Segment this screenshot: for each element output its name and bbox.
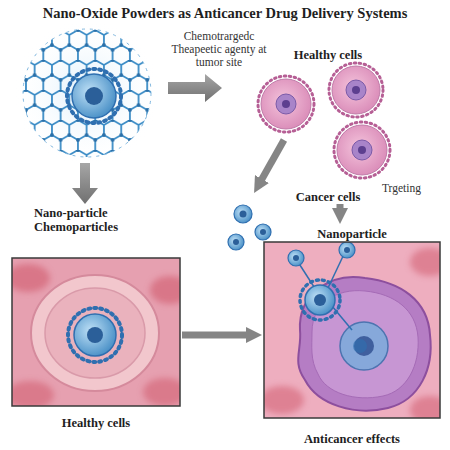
core-particle xyxy=(72,74,116,118)
node-heading: Nano-particle Chemoparticles xyxy=(10,206,134,235)
node-caption: Healthy cells xyxy=(10,416,182,430)
cell-spikes xyxy=(334,122,390,178)
particle-core xyxy=(233,239,239,245)
annotation-text: Trgeting xyxy=(382,182,442,195)
healthy-cell xyxy=(31,275,159,391)
lattice-glow xyxy=(13,19,161,167)
node-heading: Nanoparticle xyxy=(262,224,442,241)
healthy-cell xyxy=(332,66,380,114)
block-arrow xyxy=(168,74,222,102)
targeting-arrow xyxy=(258,140,284,186)
panel-content xyxy=(264,242,440,418)
particle-spikes xyxy=(300,280,340,320)
bound-nanoparticle xyxy=(305,285,335,315)
blood-cell xyxy=(12,381,54,406)
lattice-rim xyxy=(23,29,151,157)
released-drug xyxy=(353,339,367,353)
small-particle xyxy=(255,224,271,240)
panel-frame xyxy=(12,258,180,406)
cell-nucleolus xyxy=(354,336,374,356)
cell-group: Healthy cellsCancer cells xyxy=(258,44,398,204)
node-heading: Healthy cells xyxy=(258,44,398,62)
cell-nucleolus xyxy=(352,86,360,94)
annotation-text: Chemotrargedc Theapeetic agenty at tumor… xyxy=(158,30,280,70)
cell-spikes xyxy=(258,76,314,132)
cell-nucleus xyxy=(346,80,366,100)
diagram-title: Nano-Oxide Powders as Anticancer Drug De… xyxy=(0,5,450,22)
blood-cell xyxy=(12,264,50,292)
cell-membrane xyxy=(45,288,145,378)
block-arrow xyxy=(72,163,98,204)
blood-cell xyxy=(410,248,440,276)
small-particle xyxy=(228,234,244,250)
blood-cell xyxy=(410,396,440,418)
panel-content xyxy=(12,264,180,406)
oxide-lattice xyxy=(23,29,151,157)
node-caption: Anticancer effects xyxy=(262,432,442,446)
small-particle xyxy=(288,250,304,266)
particle-spikes xyxy=(68,308,122,362)
cell-nucleus xyxy=(340,322,388,370)
particle-core xyxy=(240,211,247,218)
particle-core xyxy=(260,229,266,235)
flow-arrow xyxy=(337,204,344,216)
cell-spikes xyxy=(329,63,383,117)
flow-arrow xyxy=(182,332,254,339)
particle-core xyxy=(314,294,326,306)
cell-nucleus xyxy=(276,94,296,114)
cell-nucleolus xyxy=(282,100,290,108)
cell-nucleus xyxy=(352,140,372,160)
image-panel: NanoparticleAnticancer effects xyxy=(262,224,442,446)
healthy-cell xyxy=(261,79,311,129)
blood-cell xyxy=(143,378,180,406)
blood-cell xyxy=(264,386,304,414)
particle-core xyxy=(85,87,103,105)
panel-frame xyxy=(264,242,440,418)
cancer-cell xyxy=(298,277,430,411)
particle-core xyxy=(293,255,299,261)
particle-spikes xyxy=(67,69,121,123)
blood-cell xyxy=(150,276,180,304)
small-particle xyxy=(234,205,252,223)
node-caption: Cancer cells xyxy=(258,190,398,204)
image-panel: Nano-particle ChemoparticlesHealthy cell… xyxy=(10,206,182,430)
particle-core xyxy=(87,327,103,343)
healthy-cell xyxy=(337,125,387,175)
small-particle xyxy=(339,242,355,258)
nanoparticle xyxy=(74,314,116,356)
tether-line xyxy=(332,306,352,330)
cell-nucleolus xyxy=(358,146,366,154)
particle-core xyxy=(344,247,350,253)
